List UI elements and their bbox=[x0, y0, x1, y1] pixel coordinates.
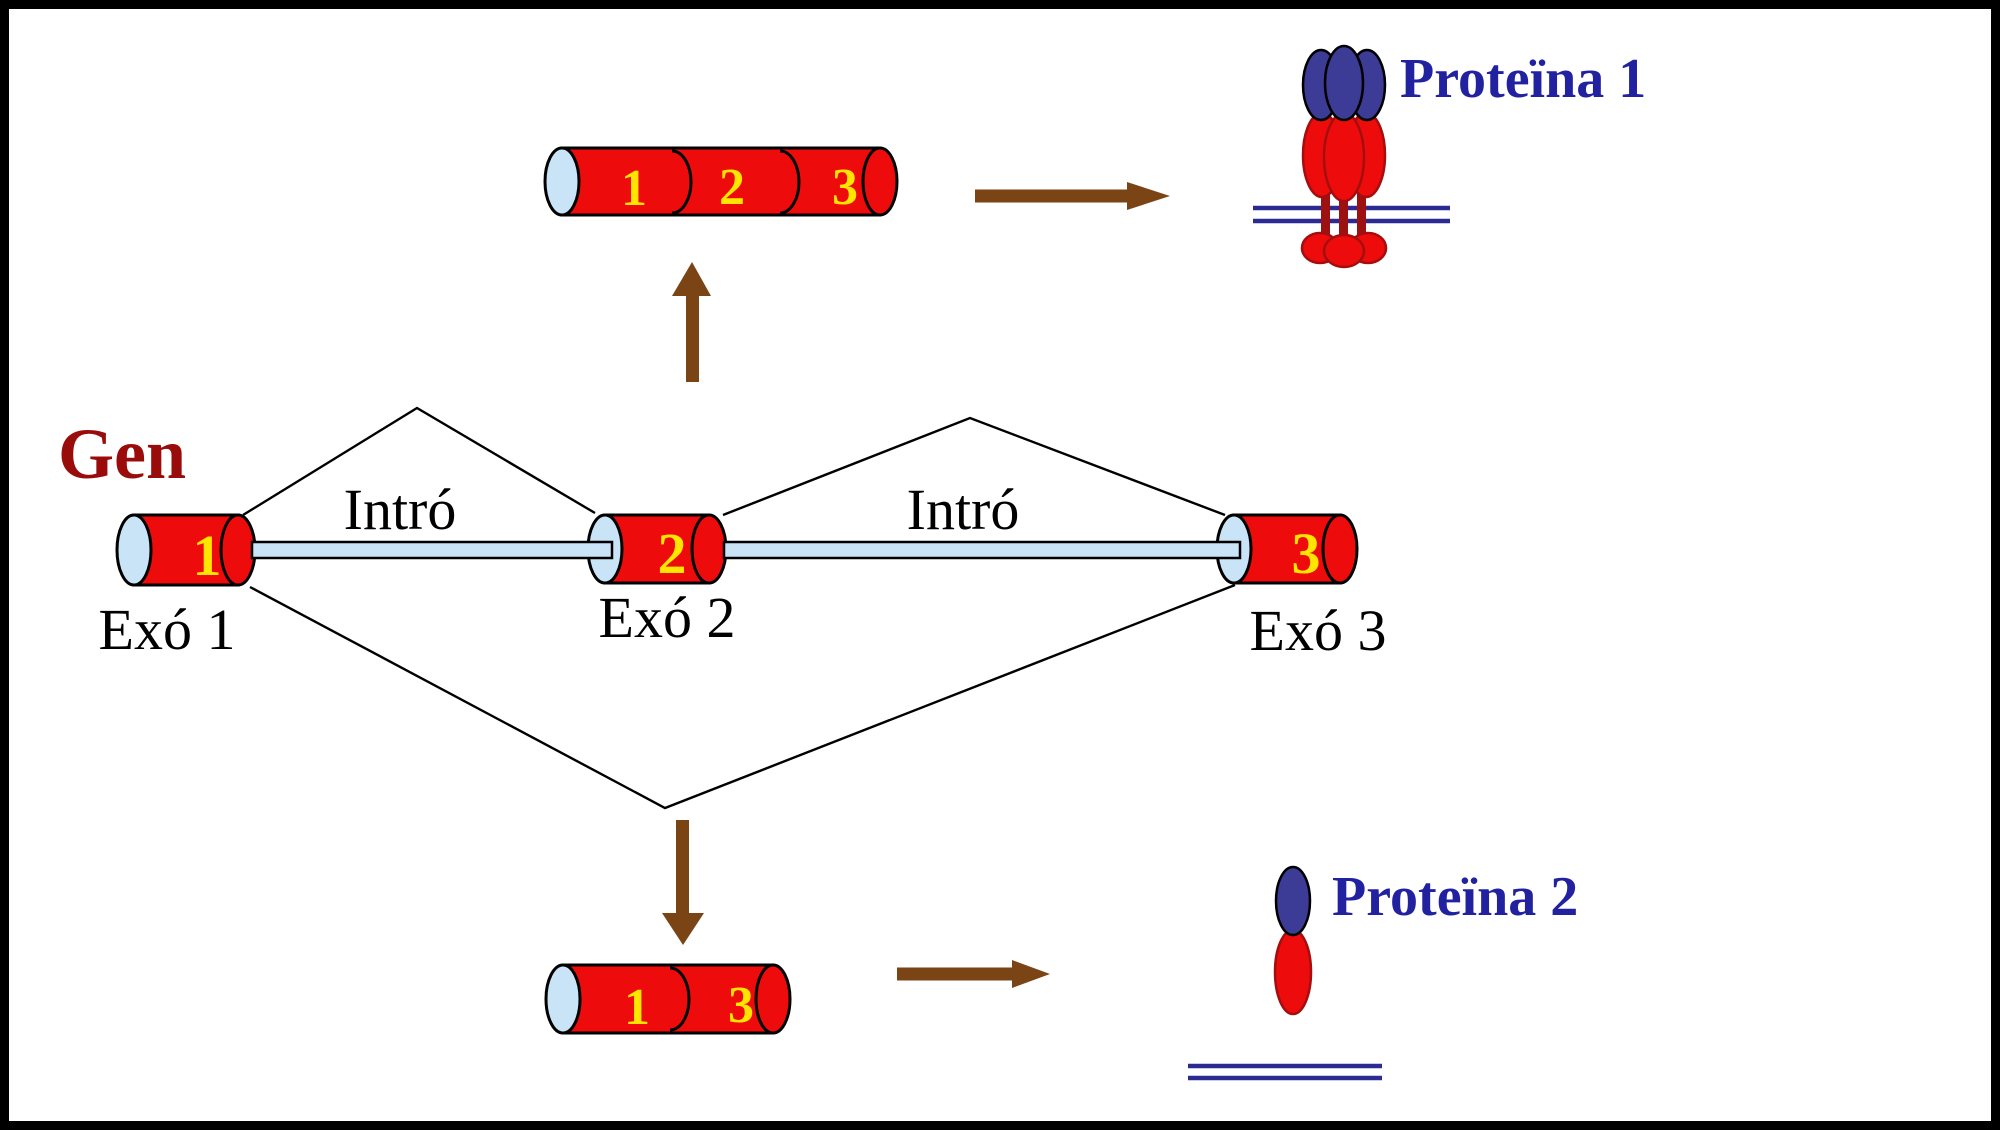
mrna-top-left-cap-icon bbox=[543, 146, 581, 217]
protein-2-label: Proteïna 2 bbox=[1332, 866, 1578, 928]
arrow-up-head bbox=[672, 262, 711, 296]
mrna-bottom-divider bbox=[669, 966, 691, 1032]
arrow-down-shaft bbox=[676, 820, 689, 915]
mrna-top-segment-2: 2 bbox=[719, 159, 745, 216]
protein-1-figure bbox=[1253, 44, 1450, 269]
exon-1-cylinder: 1 bbox=[115, 513, 257, 588]
exon-2-number: 2 bbox=[658, 521, 687, 586]
mrna-bottom-right-cap bbox=[754, 963, 792, 1035]
mrna-top-cylinder: 1 2 3 bbox=[543, 146, 899, 217]
mrna-top-divider-2 bbox=[779, 149, 801, 215]
arrow-right-top-icon bbox=[975, 182, 1170, 210]
protein-2-navy-domain bbox=[1274, 865, 1312, 937]
protein-2-red-domain bbox=[1273, 928, 1313, 1016]
mrna-top-right-cap bbox=[861, 146, 899, 217]
intron-2-bar bbox=[722, 540, 1242, 560]
mrna-top-divider-1 bbox=[671, 149, 693, 215]
protein-1-label: Proteïna 1 bbox=[1400, 48, 1646, 110]
mrna-top-segment-3: 3 bbox=[832, 159, 858, 216]
mrna-bottom-cylinder: 1 3 bbox=[544, 963, 792, 1036]
gene-label: Gen bbox=[58, 414, 186, 494]
arrow-up-shaft bbox=[686, 290, 699, 382]
intron-1-label: Intró bbox=[344, 477, 457, 542]
arrow-right-bottom-icon bbox=[897, 960, 1050, 988]
splice-line-exon-skip bbox=[249, 583, 1236, 810]
exon-1-label: Exó 1 bbox=[99, 597, 236, 662]
arrow-up-icon bbox=[672, 262, 711, 382]
exon-2-right-cap bbox=[690, 513, 728, 585]
mrna-top-segment-1: 1 bbox=[621, 160, 647, 217]
mrna-bottom-segment-1: 1 bbox=[624, 979, 650, 1036]
protein-1-stalk-3 bbox=[1357, 192, 1366, 242]
arrow-down-icon bbox=[662, 820, 704, 945]
exon-1-left-cap-icon bbox=[115, 513, 153, 587]
arrow-right-bottom-head bbox=[1012, 960, 1050, 988]
exon-2-label: Exó 2 bbox=[599, 585, 736, 650]
arrow-right-bottom-shaft bbox=[897, 967, 1013, 981]
exon-1-right-cap bbox=[219, 513, 257, 587]
intron-1-bar bbox=[250, 540, 614, 560]
splice-line-intron1 bbox=[242, 406, 596, 517]
arrow-right-top-head bbox=[1127, 182, 1170, 210]
exon-3-right-cap bbox=[1321, 513, 1359, 585]
exon-3-label: Exó 3 bbox=[1250, 598, 1387, 663]
exon-3-number: 3 bbox=[1292, 521, 1321, 586]
protein-1-stalk-2 bbox=[1339, 192, 1348, 242]
arrow-right-top-shaft bbox=[975, 189, 1128, 203]
arrow-down-head bbox=[662, 913, 704, 945]
intron-2-label: Intró bbox=[907, 477, 1020, 542]
protein-1-navy-domain-3 bbox=[1323, 44, 1365, 122]
gene-structure: 1 2 3 bbox=[115, 513, 1359, 588]
splice-lines bbox=[242, 406, 1236, 810]
mrna-bottom-left-cap-icon bbox=[544, 963, 582, 1035]
mrna-bottom-segment-2: 3 bbox=[728, 977, 754, 1034]
splice-line-intron2 bbox=[722, 416, 1226, 517]
protein-1-foot-3 bbox=[1322, 233, 1366, 269]
protein-2-figure bbox=[1188, 865, 1382, 1081]
protein-1-red-domain-3 bbox=[1322, 111, 1366, 203]
exon-1-number: 1 bbox=[193, 523, 222, 588]
protein-1-stalk-1 bbox=[1321, 192, 1330, 242]
